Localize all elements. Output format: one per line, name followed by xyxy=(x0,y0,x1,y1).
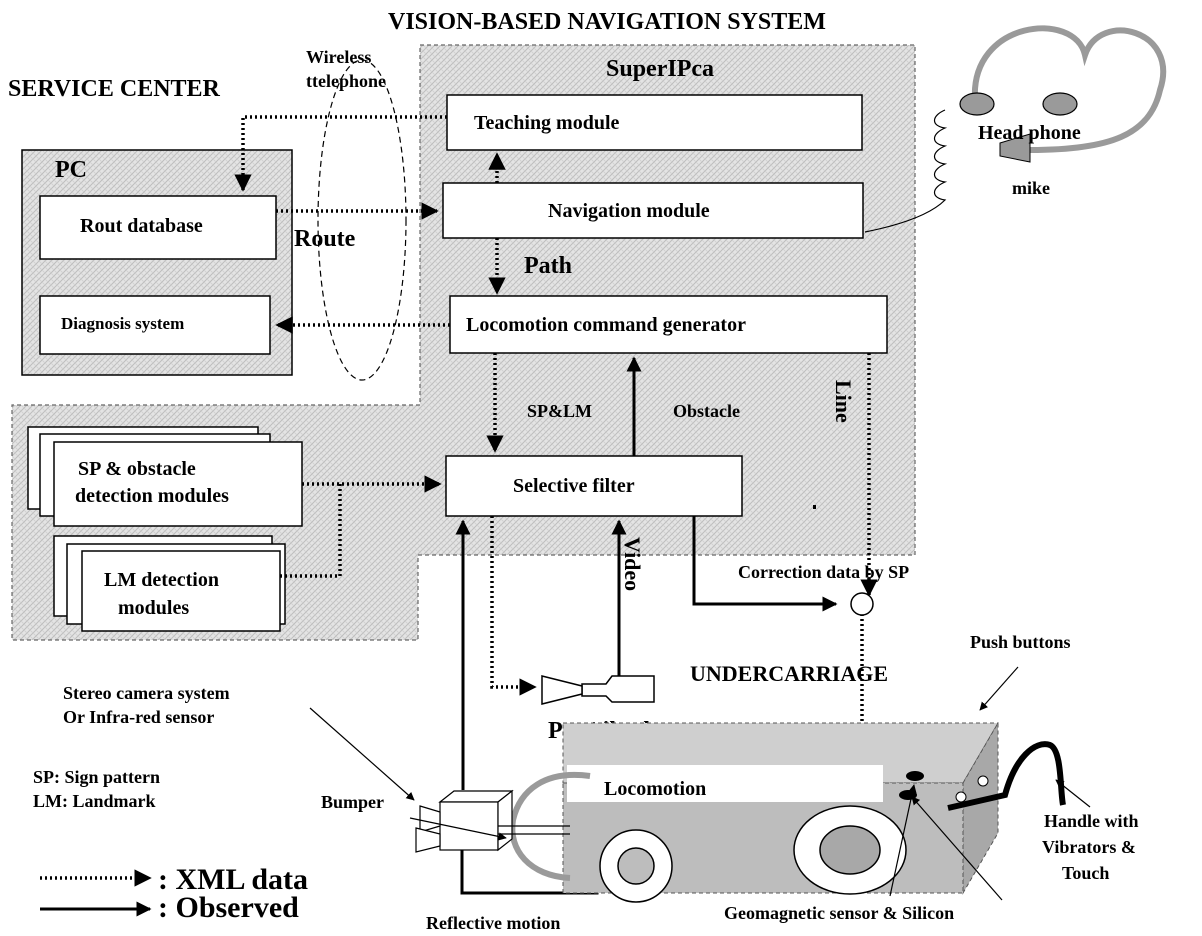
push-button-2 xyxy=(977,775,989,787)
wheel-rear-hub xyxy=(819,825,881,875)
sp-obstacle-module-box xyxy=(53,441,303,527)
stereo-lens-top xyxy=(419,805,441,833)
teaching-module-box xyxy=(446,94,863,151)
undercarriage-label: UNDERCARRIAGE xyxy=(690,661,888,686)
handle-pointer xyxy=(1055,779,1091,808)
wheel-front-hub xyxy=(617,847,655,885)
mike-icon xyxy=(999,133,1031,163)
wireless-link-ellipse xyxy=(317,59,407,381)
obstacle-label: Obstacle xyxy=(673,401,740,421)
lm-detection-label-1: LM detection xyxy=(104,569,219,591)
service-center-label: SERVICE CENTER xyxy=(8,76,221,102)
filter-correction-output-arrow xyxy=(692,516,838,612)
stereo-label-2: Or Infra-red sensor xyxy=(63,707,214,727)
line-label: Line xyxy=(831,380,856,423)
superipca-label: SuperIPca xyxy=(606,56,714,82)
geomagnetic-sensor xyxy=(906,771,924,781)
undercarriage-side xyxy=(962,721,999,895)
headphone-band xyxy=(971,25,1166,153)
stereo-label-1: Stereo camera system xyxy=(63,683,230,703)
locomotion-command-label: Locomotion command generator xyxy=(466,314,746,336)
lm-abbreviation: LM: Landmark xyxy=(33,791,156,811)
sp-abbreviation: SP: Sign pattern xyxy=(33,767,160,787)
stereo-pointer xyxy=(309,707,415,801)
diagnosis-system-box xyxy=(39,295,271,355)
route-label: Route xyxy=(294,226,356,252)
diagnosis-system-label: Diagnosis system xyxy=(61,314,184,333)
navigation-module-label: Navigation module xyxy=(548,200,710,222)
sp-lm-label: SP&LM xyxy=(527,401,592,421)
rout-database-box xyxy=(39,195,277,260)
selective-filter-label: Selective filter xyxy=(513,475,635,497)
lm-detection-label-2: modules xyxy=(118,597,189,619)
legend-observed-label: : Observed xyxy=(158,891,299,924)
geomagnetic-label: Geomagnetic sensor & Silicon xyxy=(724,903,954,923)
locomotion-label: Locomotion xyxy=(604,778,706,800)
bumper xyxy=(509,771,591,881)
lm-detection-module-box xyxy=(81,550,281,632)
lm-to-filter-connector xyxy=(280,484,342,578)
correction-label: Correction data by SP xyxy=(738,562,909,582)
sp-obstacle-label-1: SP & obstacle xyxy=(78,458,196,480)
correction-node xyxy=(850,592,874,616)
bumper-label: Bumper xyxy=(321,792,384,812)
navigation-module-box xyxy=(442,182,864,239)
wireless-label-1: Wireless xyxy=(306,47,371,67)
handle-label-3: Touch xyxy=(1062,863,1109,883)
silicon-sensor xyxy=(899,790,917,800)
locomotion-box xyxy=(567,765,883,802)
push-buttons-label: Push buttons xyxy=(970,632,1071,652)
video-label: Video xyxy=(620,537,645,591)
wireless-label-2: ttelephone xyxy=(306,71,386,91)
geomagnetic-pointer xyxy=(889,784,917,897)
page-title: VISION-BASED NAVIGATION SYSTEM xyxy=(388,9,826,35)
reflective-motion-label: Reflective motion xyxy=(426,913,560,933)
small-dot-mark xyxy=(813,505,816,509)
headphone-right-ear xyxy=(1042,92,1078,116)
selective-filter-box xyxy=(445,455,743,517)
teaching-module-label: Teaching module xyxy=(474,112,620,134)
filter-to-camera-arrow xyxy=(490,516,537,696)
camera-lens xyxy=(541,675,583,705)
headphone-coiled-cord xyxy=(864,109,948,233)
pan-tilt-camera xyxy=(581,675,655,703)
stereo-camera-side xyxy=(497,789,513,852)
bumper-pointer xyxy=(409,817,507,841)
head-phone-label: Head phone xyxy=(978,122,1081,144)
stereo-lens-bottom xyxy=(415,827,441,853)
headphone-left-ear xyxy=(959,92,995,116)
push-button-1 xyxy=(955,791,967,803)
pc-label: PC xyxy=(55,157,87,183)
push-buttons-pointer xyxy=(979,666,1019,711)
path-label: Path xyxy=(524,253,572,279)
silicon-pointer xyxy=(911,796,1003,901)
handle-label-1: Handle with xyxy=(1044,811,1139,831)
handle-label-2: Vibrators & xyxy=(1042,837,1136,857)
legend-xml-label: : XML data xyxy=(158,863,308,896)
rout-database-label: Rout database xyxy=(80,215,203,237)
mike-label: mike xyxy=(1012,178,1050,198)
sp-obstacle-label-2: detection modules xyxy=(75,485,229,507)
